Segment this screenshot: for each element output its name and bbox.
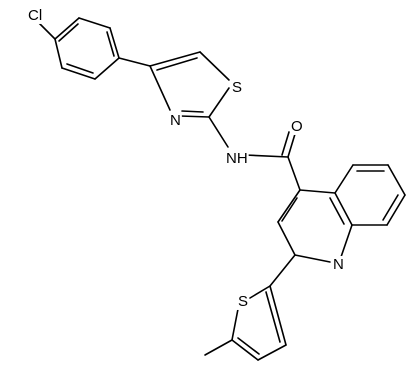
thiazole-nitrogen-label: N	[170, 112, 181, 129]
benzo-bond	[386, 194, 406, 226]
thiophene-bond	[231, 308, 239, 341]
quinoline-nitrogen-label: N	[333, 256, 344, 273]
thiazole-bond	[149, 65, 171, 111]
thiophene-double-bond	[265, 291, 281, 343]
phenyl-bond	[54, 17, 80, 40]
carbonyl-double-bond	[281, 131, 290, 156]
chlorine-label: Cl	[28, 7, 42, 24]
bond-lines	[37, 17, 406, 361]
phenyl-bond	[78, 17, 111, 29]
thiophene-bond	[249, 285, 271, 299]
quinoline-bond	[277, 221, 296, 256]
thiophene-bond	[257, 344, 287, 361]
aryl-thiazole-bond	[118, 57, 151, 67]
quinoline-bond	[277, 189, 301, 223]
nh-carbonyl-bond	[244, 154, 289, 158]
quinoline-bond	[299, 189, 336, 194]
atom-label-background	[27, 6, 44, 24]
thiophene-bond	[231, 339, 259, 361]
phenyl-bond	[94, 57, 120, 80]
phenyl-double-bond	[106, 31, 115, 57]
benzo-bond	[387, 164, 406, 196]
phenyl-bond	[54, 38, 63, 69]
quinoline-double-bond	[329, 197, 345, 225]
thiophene-double-bond	[237, 337, 260, 355]
thiazole-bond	[179, 115, 210, 118]
thiazole-sulfur-label: S	[232, 79, 242, 96]
thiazole-bond	[199, 51, 230, 81]
benzo-double-bond	[382, 194, 399, 221]
thiazole-bond	[149, 51, 201, 67]
carbonyl-oxygen-label: O	[291, 118, 303, 135]
c-nh-bond	[208, 116, 229, 148]
atom-label-background	[225, 149, 249, 167]
thiophene-bond	[269, 285, 287, 346]
atom-label-background	[290, 117, 304, 135]
quinoline-thiophene-bond	[269, 254, 296, 287]
thiophene-sulfur-label: S	[238, 293, 248, 310]
benzo-bond	[334, 164, 354, 194]
methyl-bond	[204, 339, 233, 356]
quinoline-double-bond	[281, 197, 298, 222]
atom-label-background	[169, 111, 182, 129]
thiazole-double-bond	[181, 110, 204, 113]
atom-label-background	[231, 78, 244, 96]
quinoline-bond	[340, 224, 353, 258]
phenyl-double-bond	[66, 63, 94, 74]
amide-quinoline-bond	[287, 156, 301, 191]
phenyl-bond	[109, 27, 120, 59]
atom-label-background	[332, 255, 345, 273]
carbonyl-bond	[287, 133, 296, 158]
atom-labels: Cl S N NH O N S	[27, 6, 345, 310]
quinoline-bond	[294, 254, 331, 263]
quinoline-bond	[334, 192, 353, 226]
atom-label-background	[237, 292, 250, 310]
phenyl-double-bond	[58, 23, 79, 42]
thiazole-bond	[208, 87, 230, 118]
phenyl-bond	[61, 67, 96, 80]
c-cl-bond	[37, 21, 56, 40]
thiazole-double-bond	[156, 57, 198, 71]
amide-nh-label: NH	[226, 150, 248, 167]
